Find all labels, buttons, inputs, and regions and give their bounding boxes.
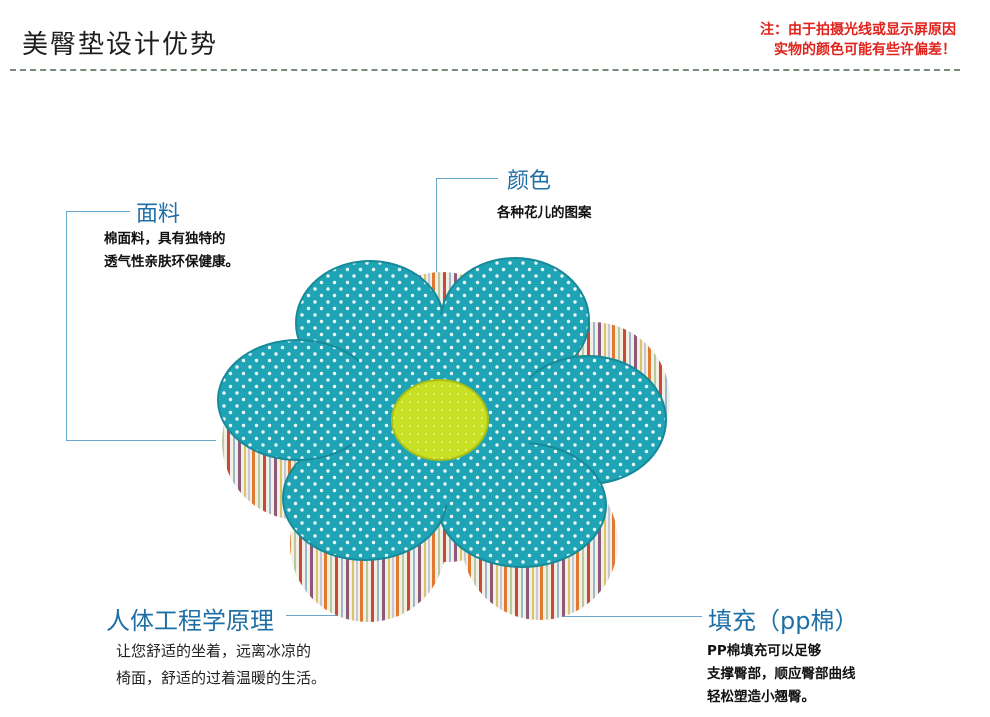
cushion-top-petals: [217, 257, 667, 568]
filling-description: PP棉填充可以足够 支撑臀部，顺应臀部曲线 轻松塑造小翘臀。: [707, 640, 856, 709]
filling-line-2: 支撑臀部，顺应臀部曲线: [707, 666, 856, 682]
ergonomics-title: 人体工程学原理: [106, 607, 274, 635]
color-description: 各种花儿的图案: [497, 202, 592, 225]
cushion-center: [391, 379, 489, 461]
fabric-description: 棉面料，具有独特的 透气性亲肤环保健康。: [104, 228, 239, 274]
filling-leader-h: [554, 616, 702, 617]
color-title: 颜色: [507, 169, 552, 194]
note-line-2: 实物的颜色可能有些许偏差！: [774, 42, 956, 58]
color-disclaimer-note: 注：由于拍摄光线或显示屏原因 实物的颜色可能有些许偏差！: [760, 20, 956, 60]
fabric-leader-v: [66, 211, 67, 440]
header-divider: [10, 69, 960, 71]
color-line-1: 各种花儿的图案: [497, 205, 592, 221]
fabric-title: 面料: [136, 202, 181, 227]
ergonomics-description: 让您舒适的坐着，远离冰凉的 椅面，舒适的过着温暖的生活。: [116, 638, 326, 692]
fabric-leader-h2: [66, 440, 216, 441]
ergonomics-line-2: 椅面，舒适的过着温暖的生活。: [116, 669, 327, 687]
note-line-1: 注：由于拍摄光线或显示屏原因: [760, 22, 956, 38]
filling-title: 填充（pp棉）: [708, 607, 859, 635]
page-title: 美臀垫设计优势: [22, 30, 219, 60]
fabric-line-1: 棉面料，具有独特的: [104, 231, 226, 247]
filling-line-1: PP棉填充可以足够: [707, 643, 822, 659]
ergonomics-leader: [286, 615, 352, 616]
filling-line-3: 轻松塑造小翘臀。: [707, 689, 815, 705]
color-leader-h: [436, 178, 498, 179]
fabric-line-2: 透气性亲肤环保健康。: [104, 254, 239, 270]
fabric-leader-h: [66, 211, 130, 212]
ergonomics-line-1: 让您舒适的坐着，远离冰凉的: [116, 642, 312, 660]
color-leader-v: [436, 178, 437, 296]
